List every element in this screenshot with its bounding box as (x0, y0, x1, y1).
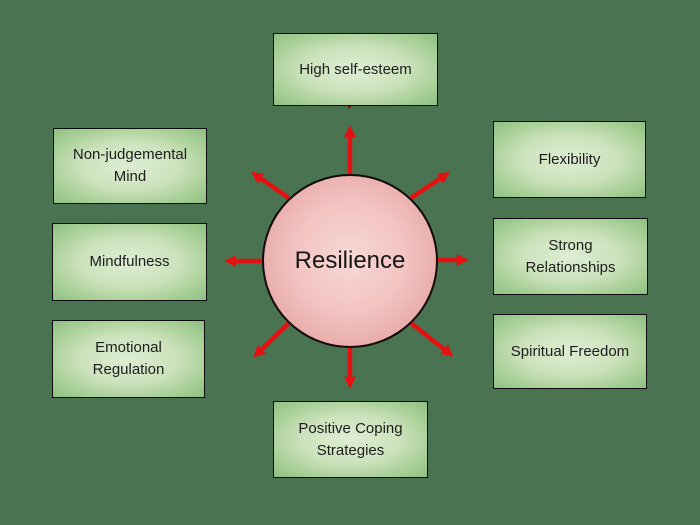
node-label: Emotional Regulation (92, 339, 165, 378)
node-high-self-esteem: High self-esteem (273, 33, 438, 106)
node-label: Non-judgemental Mind (72, 146, 188, 185)
arrow-northeast (409, 172, 450, 200)
node-flexibility: Flexibility (493, 121, 646, 198)
node-strong-relationships: Strong Relationships (493, 218, 648, 295)
node-spiritual-freedom: Spiritual Freedom (493, 314, 647, 389)
node-label: High self-esteem (299, 60, 412, 78)
node-label: Positive Coping Strategies (298, 419, 403, 459)
node-emotional-regulation: Emotional Regulation (52, 320, 205, 398)
node-non-judgemental-mind: Non-judgemental Mind (53, 128, 207, 204)
center-label: Resilience (294, 247, 406, 274)
arrow-southwest (253, 321, 291, 358)
node-mindfulness: Mindfulness (52, 223, 207, 301)
node-label: Spiritual Freedom (510, 342, 630, 360)
arrow-northwest (251, 171, 291, 200)
node-label: Flexibility (538, 150, 601, 168)
center-node-resilience: Resilience (262, 174, 438, 348)
node-label: Mindfulness (89, 253, 170, 270)
arrow-southeast (409, 321, 454, 357)
node-positive-coping-strategies: Positive Coping Strategies (273, 401, 428, 478)
node-label: Strong Relationships (525, 236, 616, 276)
